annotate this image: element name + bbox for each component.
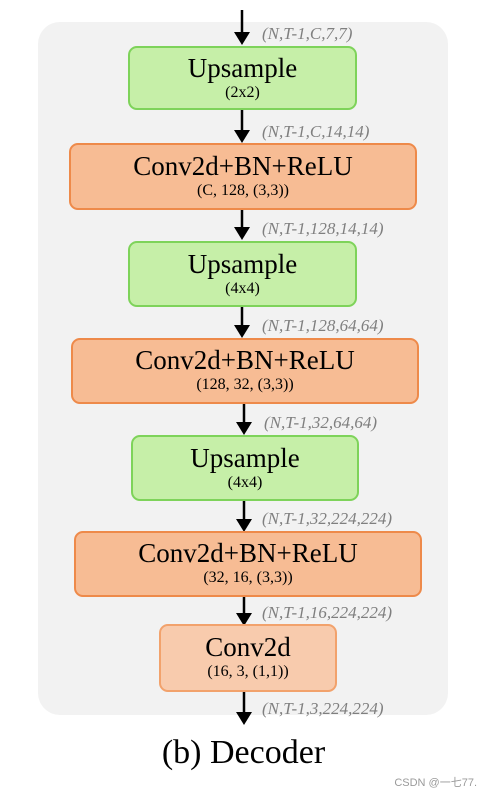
block-params: (4x4)	[225, 280, 260, 297]
figure-caption: (b) Decoder	[161, 734, 326, 771]
block-params: (32, 16, (3,3))	[203, 569, 293, 586]
conv-bn-relu-block-1: Conv2d+BN+ReLU (C, 128, (3,3))	[69, 143, 417, 210]
block-title: Upsample	[187, 249, 298, 279]
arrow-5	[236, 501, 252, 532]
block-params: (128, 32, (3,3))	[196, 376, 294, 393]
arrow-2	[234, 209, 250, 240]
shape-label-input: (N,T-1,C,7,7)	[262, 24, 353, 43]
conv-bn-relu-block-3: Conv2d+BN+ReLU (32, 16, (3,3))	[74, 531, 422, 597]
arrow-input	[234, 10, 250, 45]
shape-label-output: (N,T-1,3,224,224)	[262, 699, 384, 718]
shape-label-1: (N,T-1,C,14,14)	[262, 122, 370, 141]
watermark: CSDN @一七77.	[394, 777, 477, 789]
shape-label-6: (N,T-1,16,224,224)	[262, 603, 393, 622]
block-params: (16, 3, (1,1))	[207, 663, 289, 680]
arrow-3	[234, 307, 250, 338]
block-title: Conv2d+BN+ReLU	[133, 151, 353, 181]
block-title: Conv2d+BN+ReLU	[138, 538, 358, 568]
shape-label-2: (N,T-1,128,14,14)	[262, 219, 384, 238]
upsample-block-1: Upsample (2x2)	[128, 46, 357, 110]
block-params: (C, 128, (3,3))	[197, 182, 289, 199]
shape-label-4: (N,T-1,32,64,64)	[264, 413, 378, 432]
arrow-output	[236, 690, 252, 725]
shape-label-3: (N,T-1,128,64,64)	[262, 316, 384, 335]
conv2d-block: Conv2d (16, 3, (1,1))	[159, 624, 337, 692]
upsample-block-3: Upsample (4x4)	[131, 435, 359, 501]
block-params: (4x4)	[227, 474, 263, 491]
block-params: (2x2)	[225, 84, 260, 101]
shape-label-5: (N,T-1,32,224,224)	[262, 509, 393, 528]
block-title: Upsample	[187, 53, 298, 83]
arrow-4	[236, 404, 252, 435]
arrow-6	[236, 597, 252, 626]
arrow-1	[234, 110, 250, 143]
block-title: Conv2d	[205, 632, 291, 662]
block-title: Conv2d+BN+ReLU	[135, 345, 355, 375]
block-title: Upsample	[190, 443, 300, 473]
conv-bn-relu-block-2: Conv2d+BN+ReLU (128, 32, (3,3))	[71, 338, 419, 404]
upsample-block-2: Upsample (4x4)	[128, 241, 357, 307]
